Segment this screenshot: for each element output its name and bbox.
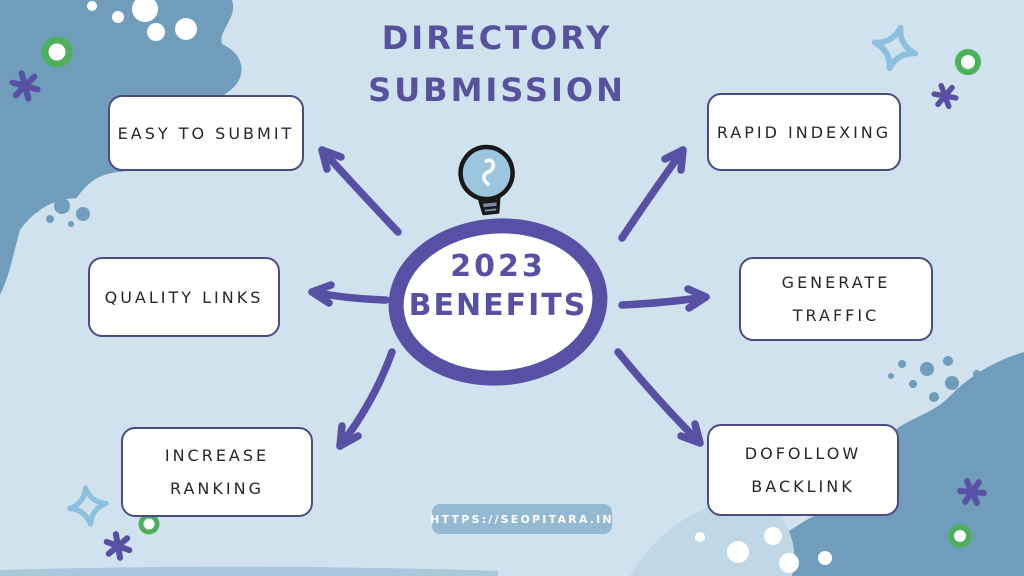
arrow-up-right	[618, 146, 687, 242]
white-dots-top-left	[87, 0, 197, 41]
benefit-label: QUALITY LINKS	[104, 287, 264, 307]
benefit-box-quality-links: QUALITY LINKS	[88, 257, 280, 337]
asterisk-icon	[957, 478, 987, 506]
blue-dots-left	[33, 191, 90, 227]
arrow-down-right	[614, 348, 704, 447]
benefit-label-line-2: BACKLINK	[751, 477, 855, 496]
white-dots-bottom-right	[695, 527, 832, 573]
asterisk-icon	[9, 70, 41, 102]
asterisk-icon	[103, 531, 133, 561]
benefit-label-line-1: INCREASE	[164, 446, 270, 465]
arrow-down-left	[336, 348, 396, 450]
bottom-edge-strip	[0, 566, 498, 576]
benefit-label: EASY TO SUBMIT	[117, 123, 295, 143]
benefit-label: RAPID INDEXING	[716, 122, 892, 142]
green-ring-icon	[948, 524, 972, 548]
arrow-right	[618, 285, 710, 312]
center-hub-text: 2023 BENEFITS	[398, 249, 598, 323]
benefit-box-increase-ranking: INCREASE RANKING	[121, 427, 313, 517]
benefit-label-line-1: GENERATE	[781, 273, 891, 292]
benefit-box-dofollow-backlink: DOFOLLOW BACKLINK	[707, 424, 899, 516]
hub-year: 2023	[450, 249, 546, 284]
page-title: DIRECTORY SUBMISSION	[297, 12, 697, 116]
website-url-pill: HTTPS://SEOPITARA.IN	[430, 504, 614, 534]
hub-label: BENEFITS	[408, 288, 588, 323]
arrow-left	[308, 281, 390, 307]
title-line-1: DIRECTORY	[381, 19, 613, 57]
sparkle-icon	[67, 485, 109, 527]
benefit-box-easy-to-submit: EASY TO SUBMIT	[108, 95, 304, 171]
benefit-label-line-2: TRAFFIC	[792, 306, 880, 325]
title-line-2: SUBMISSION	[368, 71, 626, 109]
sparkle-icon	[871, 24, 919, 72]
website-url: HTTPS://SEOPITARA.IN	[430, 512, 614, 526]
blue-dots-right	[888, 356, 981, 405]
green-ring-icon	[41, 36, 73, 68]
benefit-label-line-2: RANKING	[170, 479, 264, 498]
bottom-right-blob	[700, 352, 1024, 576]
benefit-box-rapid-indexing: RAPID INDEXING	[707, 93, 901, 171]
center-hub-ellipse	[388, 218, 608, 386]
benefit-label-line-1: DOFOLLOW	[744, 444, 862, 463]
green-ring-icon	[138, 513, 160, 535]
green-ring-icon	[955, 49, 981, 75]
asterisk-icon	[931, 82, 959, 110]
arrow-up-left	[318, 146, 402, 236]
lightbulb-icon	[458, 144, 515, 216]
benefit-box-generate-traffic: GENERATE TRAFFIC	[739, 257, 933, 341]
